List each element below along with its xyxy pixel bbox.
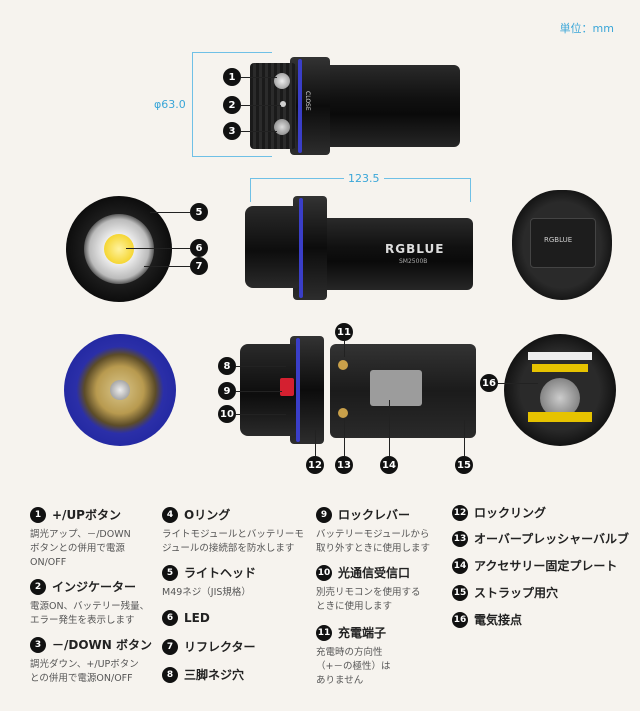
- light-side-top-photo: CLOSE: [250, 55, 470, 155]
- callout-15: 15: [455, 456, 473, 474]
- length-dim-left: [250, 178, 251, 202]
- battery-rear-photo: RGBLUE: [512, 190, 612, 300]
- leader-11: [344, 341, 345, 357]
- rear-logo: RGBLUE: [544, 236, 573, 244]
- callout-3: 3: [223, 122, 241, 140]
- leader-13: [344, 418, 345, 456]
- leader-9: [236, 391, 282, 392]
- unit-label: 単位：mm: [559, 22, 614, 35]
- light-connector-photo: [64, 334, 176, 446]
- leader-7: [144, 266, 190, 267]
- callout-16: 16: [480, 374, 498, 392]
- leader-2: [241, 105, 281, 106]
- ring-close-text: CLOSE: [304, 91, 311, 111]
- leader-1: [241, 77, 277, 78]
- callout-14: 14: [380, 456, 398, 474]
- callout-10: 10: [218, 405, 236, 423]
- leader-8: [236, 366, 286, 367]
- callout-2: 2: [223, 96, 241, 114]
- leader-14: [389, 400, 390, 456]
- light-side-full-photo: RGBLUE SM2500B: [245, 190, 475, 305]
- diameter-dimension: φ63.0: [154, 98, 186, 111]
- callout-7: 7: [190, 257, 208, 275]
- leader-16: [498, 383, 538, 384]
- diameter-dim-bottom: [192, 156, 272, 157]
- callout-8: 8: [218, 357, 236, 375]
- callout-9: 9: [218, 382, 236, 400]
- legend-item-3: 3－/DOWN ボタン 調光ダウン、+/UPボタンとの併用で電源ON/OFF: [30, 636, 153, 684]
- callout-12: 12: [306, 456, 324, 474]
- length-dimension: 123.5: [344, 172, 384, 185]
- diameter-dim-top: [192, 52, 272, 53]
- leader-3: [241, 131, 277, 132]
- light-front-photo: [66, 196, 172, 302]
- callout-11: 11: [335, 323, 353, 341]
- brand-logo: RGBLUE: [385, 242, 445, 256]
- leader-5: [150, 212, 190, 213]
- leader-12: [315, 430, 316, 456]
- light-bottom-photo: [240, 330, 480, 450]
- length-dim-right: [470, 178, 471, 202]
- callout-5: 5: [190, 203, 208, 221]
- callout-6: 6: [190, 239, 208, 257]
- leader-10: [236, 414, 286, 415]
- callout-13: 13: [335, 456, 353, 474]
- leader-6: [126, 248, 190, 249]
- callout-1: 1: [223, 68, 241, 86]
- brand-model: SM2500B: [399, 258, 428, 265]
- battery-contacts-photo: [504, 334, 616, 446]
- diameter-dim-line: [192, 52, 193, 156]
- leader-15: [464, 420, 465, 456]
